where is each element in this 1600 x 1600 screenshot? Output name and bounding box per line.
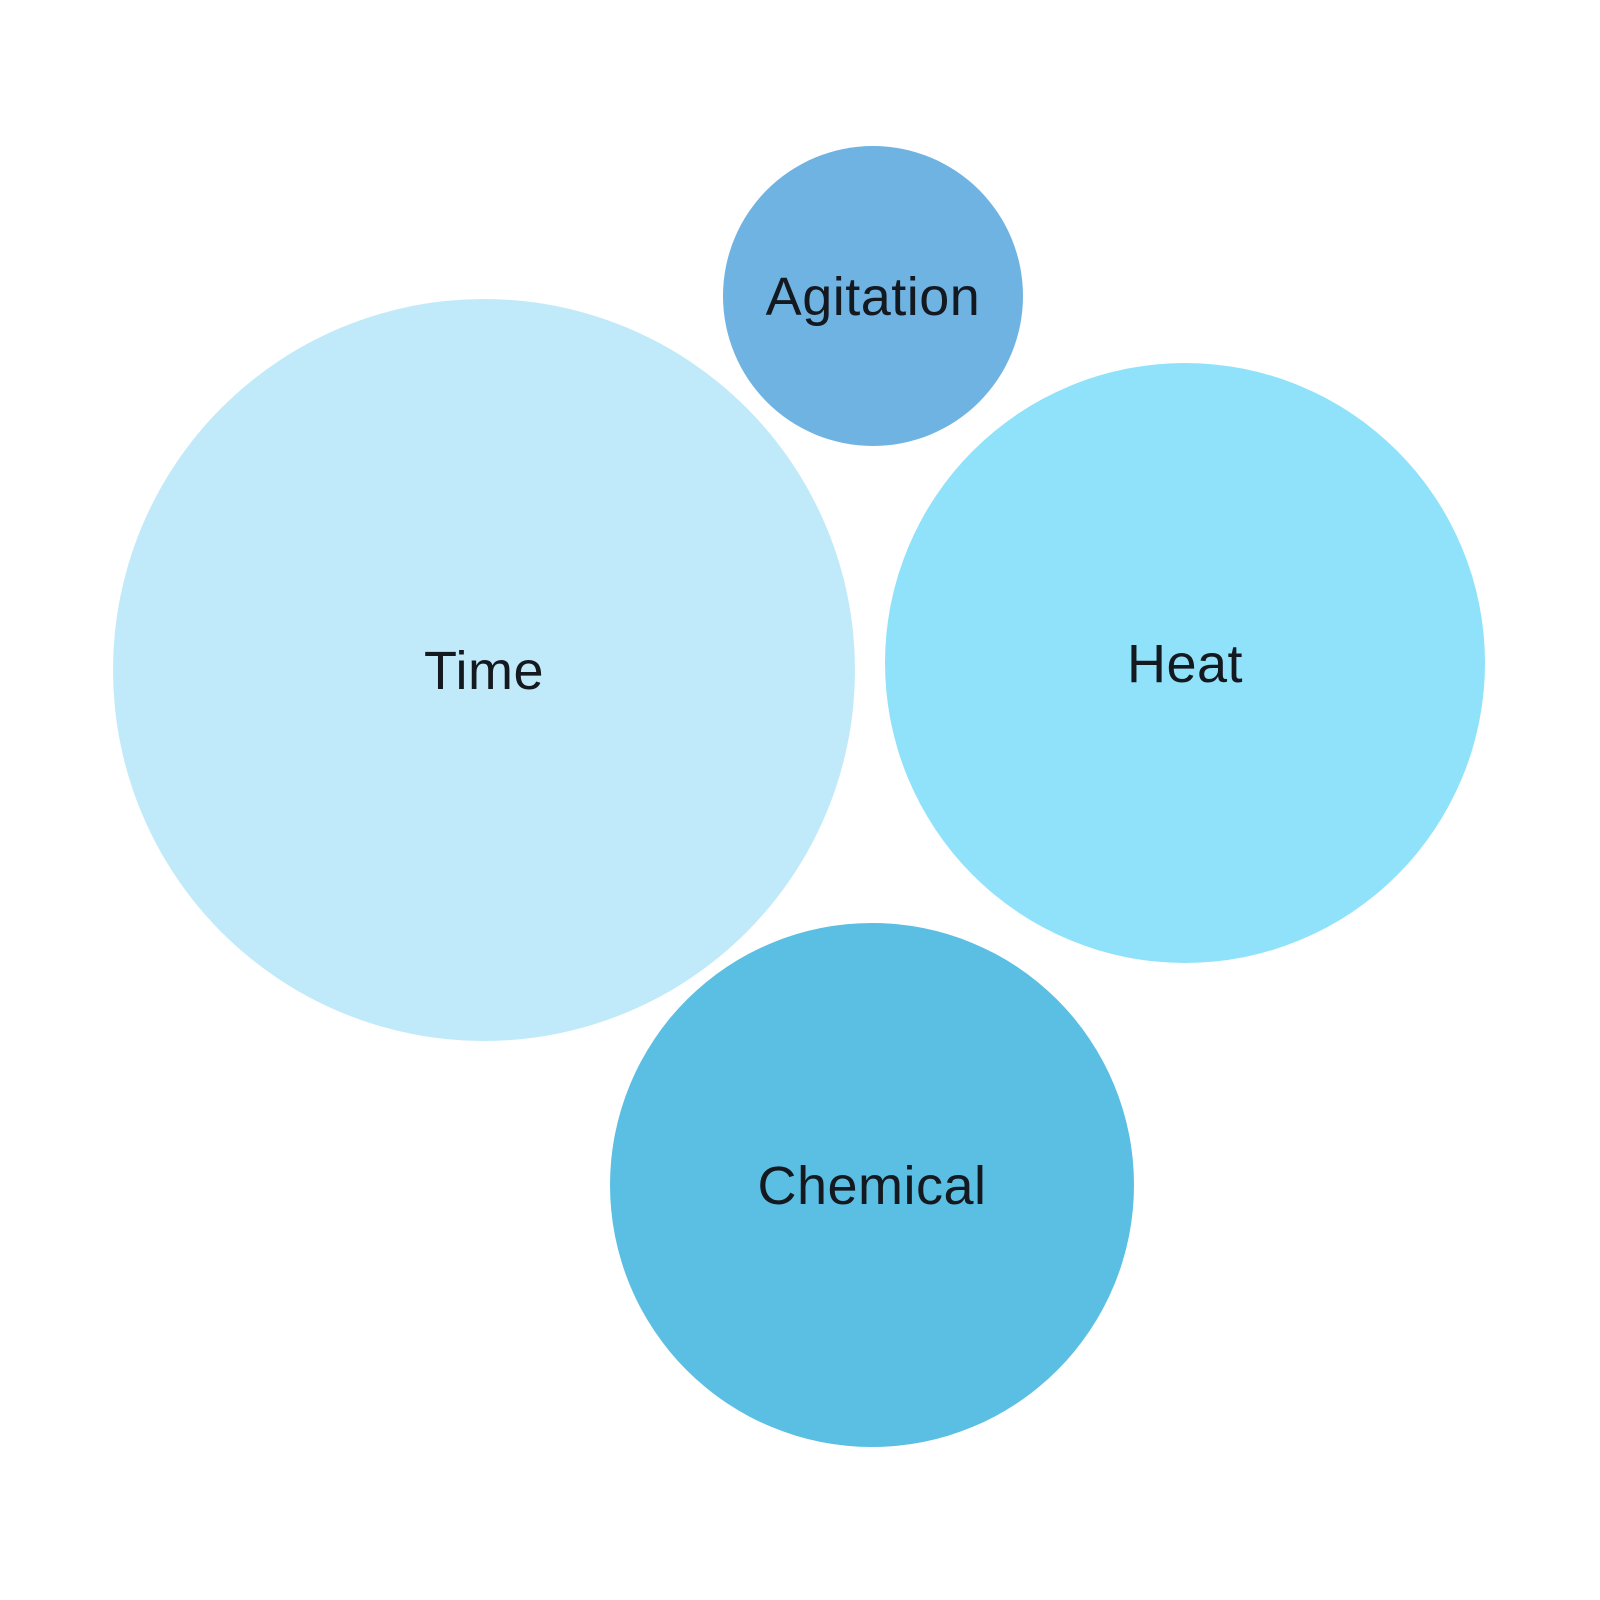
agitation-circle — [723, 146, 1023, 446]
chemical-circle — [610, 923, 1134, 1447]
heat-circle — [885, 363, 1485, 963]
bubble-chemical: Chemical — [610, 923, 1134, 1447]
bubble-heat: Heat — [885, 363, 1485, 963]
agitation-label: Agitation — [766, 267, 981, 327]
time-circle — [113, 299, 855, 1041]
time-label: Time — [424, 641, 544, 701]
heat-label: Heat — [1127, 634, 1243, 694]
bubble-agitation: Agitation — [723, 146, 1023, 446]
bubble-time: Time — [113, 299, 855, 1041]
chemical-label: Chemical — [757, 1156, 986, 1216]
